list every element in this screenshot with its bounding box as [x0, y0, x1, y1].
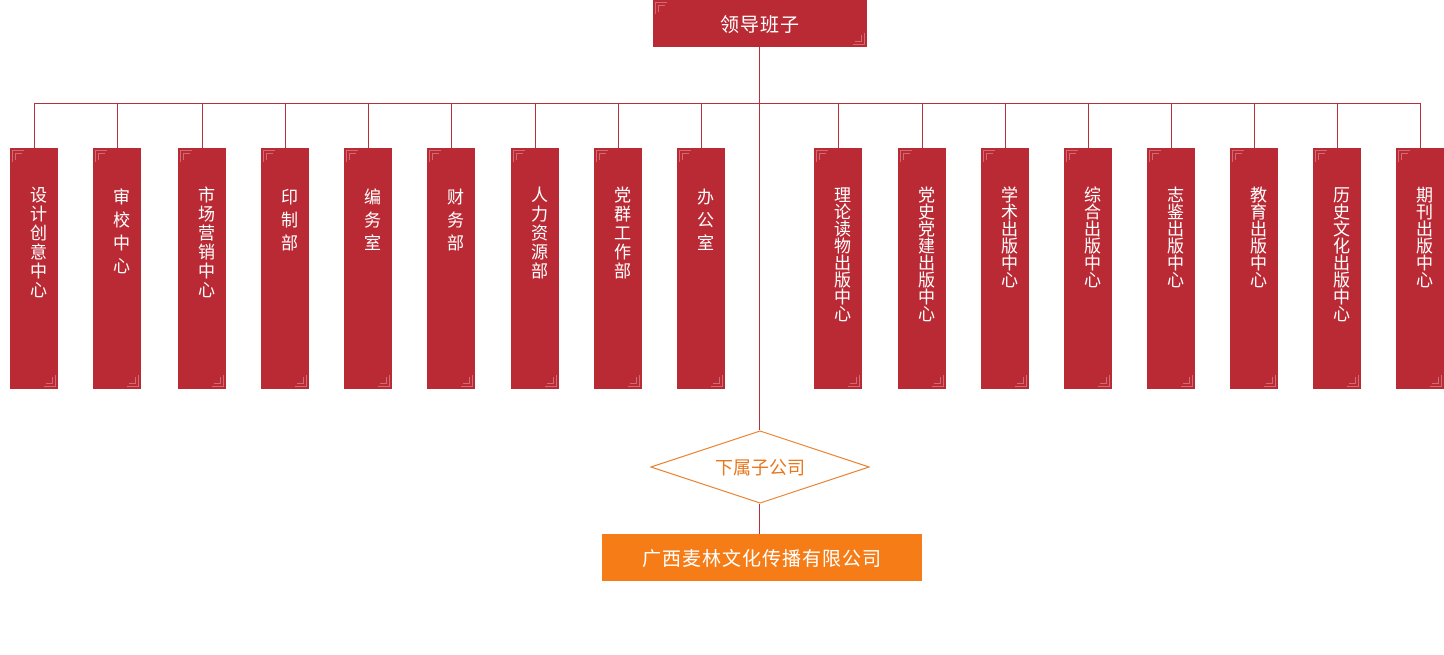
dept-connector	[1088, 103, 1089, 148]
subsidiary-label: 下属子公司	[715, 458, 805, 479]
company-label: 广西麦林文化传播有限公司	[641, 548, 882, 570]
dept-node: 市场营销中心	[178, 148, 226, 389]
dept-connector	[618, 103, 619, 148]
dept-node: 党群工作部	[594, 148, 642, 389]
horizontal-bus-connector	[35, 103, 1420, 104]
dept-node: 党史党建出版中心	[898, 148, 946, 389]
leadership-label: 领导班子	[719, 14, 800, 36]
dept-label: 理论读物出版中心	[830, 186, 850, 322]
dept-label: 历史文化出版中心	[1329, 186, 1349, 322]
dept-label: 财务部	[443, 188, 463, 257]
dept-connector	[202, 103, 203, 148]
dept-label: 学术出版中心	[997, 186, 1017, 288]
dept-connector	[1171, 103, 1172, 148]
dept-connector	[535, 103, 536, 148]
company-connector	[759, 504, 760, 534]
dept-label: 办公室	[693, 188, 713, 257]
dept-connector	[1254, 103, 1255, 148]
dept-connector	[701, 103, 702, 148]
dept-node: 审校中心	[93, 148, 141, 389]
dept-node: 印制部	[261, 148, 309, 389]
dept-label: 综合出版中心	[1080, 186, 1100, 288]
dept-connector	[1005, 103, 1006, 148]
dept-node: 人力资源部	[511, 148, 559, 389]
dept-label: 志鉴出版中心	[1163, 186, 1183, 288]
dept-connector	[285, 103, 286, 148]
dept-label: 编务室	[360, 188, 380, 257]
dept-connector	[1337, 103, 1338, 148]
subsidiary-diamond	[650, 430, 870, 504]
diamond-shape	[650, 430, 870, 504]
dept-node: 理论读物出版中心	[814, 148, 862, 389]
dept-connector	[117, 103, 118, 148]
dept-node: 设计创意中心	[10, 148, 58, 389]
dept-connector	[368, 103, 369, 148]
dept-node: 期刊出版中心	[1396, 148, 1444, 389]
dept-node: 教育出版中心	[1230, 148, 1278, 389]
dept-label: 市场营销中心	[194, 186, 214, 300]
dept-label: 设计创意中心	[26, 186, 46, 300]
dept-label: 党史党建出版中心	[914, 186, 934, 322]
dept-node: 学术出版中心	[981, 148, 1029, 389]
dept-node: 财务部	[427, 148, 475, 389]
dept-node: 编务室	[344, 148, 392, 389]
dept-connector	[838, 103, 839, 148]
company-node: 广西麦林文化传播有限公司	[602, 534, 922, 581]
dept-connector	[451, 103, 452, 148]
dept-node: 历史文化出版中心	[1313, 148, 1361, 389]
dept-connector	[1420, 103, 1421, 148]
subsidiary-node: 下属子公司	[650, 430, 870, 504]
dept-label: 审校中心	[109, 188, 129, 280]
dept-node: 办公室	[677, 148, 725, 389]
dept-label: 印制部	[277, 188, 297, 257]
dept-node: 志鉴出版中心	[1147, 148, 1195, 389]
dept-node: 综合出版中心	[1064, 148, 1112, 389]
dept-label: 教育出版中心	[1246, 186, 1266, 288]
dept-label: 党群工作部	[610, 186, 630, 281]
leadership-node: 领导班子	[653, 0, 867, 47]
dept-label: 期刊出版中心	[1412, 186, 1432, 288]
dept-connector	[34, 103, 35, 148]
main-vertical-connector	[759, 47, 760, 430]
dept-label: 人力资源部	[527, 186, 547, 281]
dept-connector	[922, 103, 923, 148]
